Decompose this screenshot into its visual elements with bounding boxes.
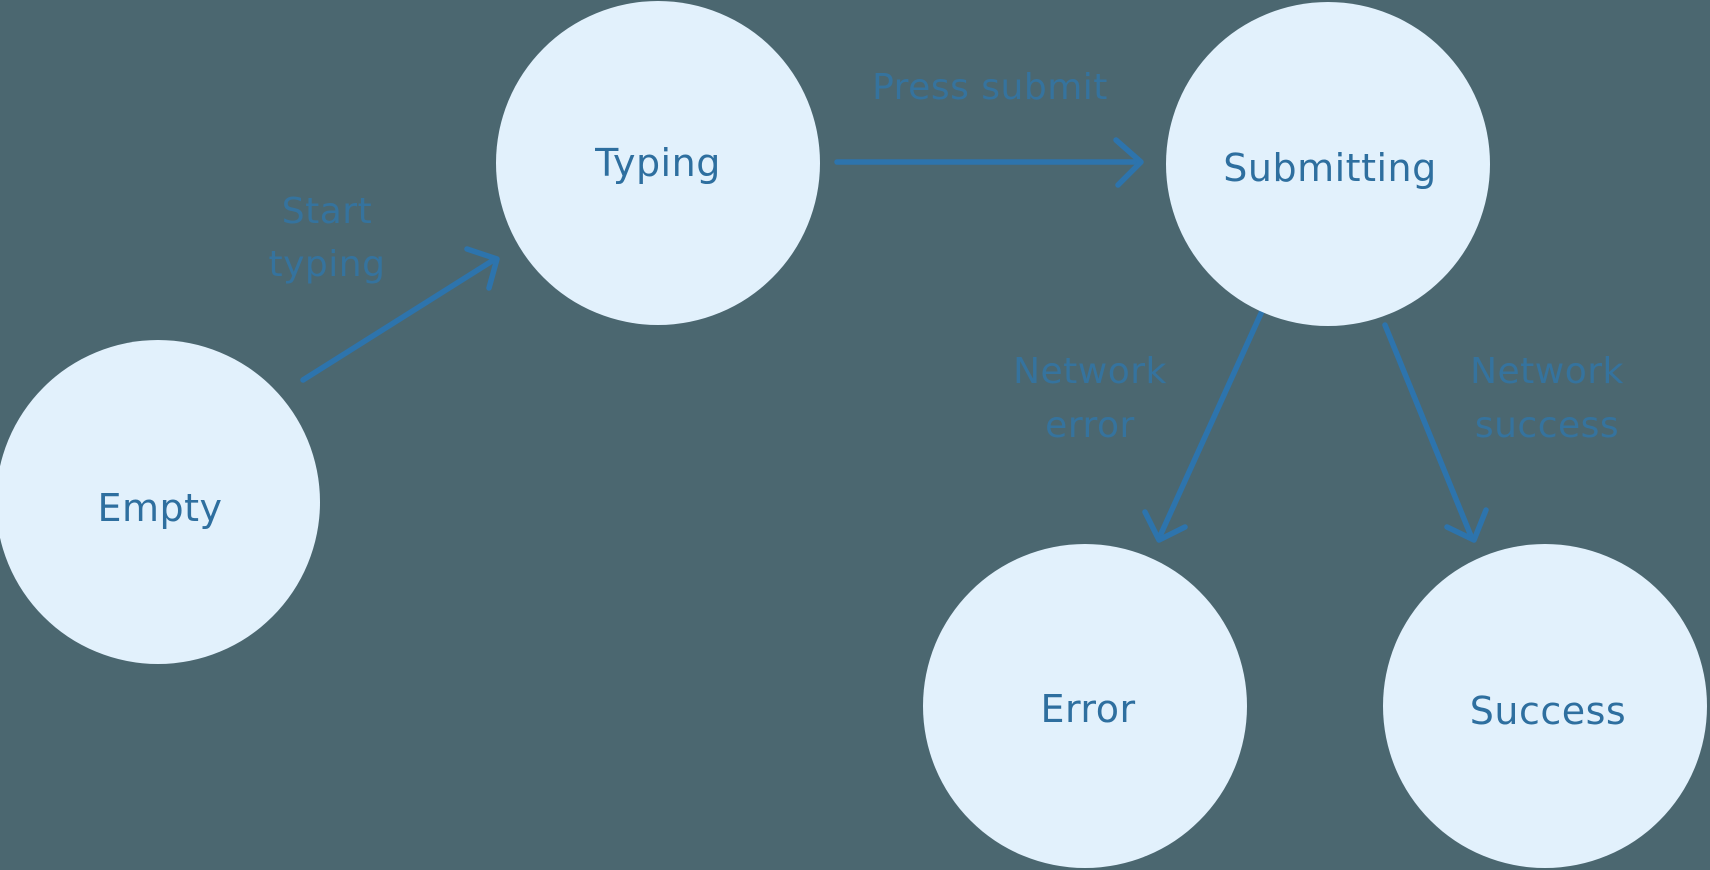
network-success-arrow-shaft	[1382, 322, 1474, 539]
error-node-circle	[923, 544, 1247, 868]
state-node-error: Error	[923, 544, 1247, 868]
start-typing-edge-label-line-2: typing	[269, 244, 386, 285]
edge-press-submit: Press submit	[834, 67, 1144, 188]
success-node-circle	[1383, 544, 1707, 868]
empty-node-label: Empty	[97, 486, 222, 530]
start-typing-arrow-shaft	[300, 258, 495, 383]
press-submit-edge-label: Press submit	[872, 67, 1108, 108]
typing-node-label: Typing	[594, 141, 721, 185]
edge-start-typing: Start typing	[269, 191, 500, 383]
network-success-edge-label-line-1: Network	[1470, 351, 1624, 392]
start-typing-edge-label-line-1: Start	[282, 191, 372, 232]
network-success-arrowhead-icon	[1444, 507, 1489, 543]
state-node-success: Success	[1383, 544, 1707, 868]
edge-network-success: Network success	[1382, 322, 1624, 543]
typing-node-circle	[496, 1, 820, 325]
press-submit-arrowhead-icon	[1113, 137, 1144, 188]
network-error-edge-label-line-1: Network	[1013, 351, 1167, 392]
edge-network-error: Network error	[1013, 306, 1266, 543]
state-node-submitting: Submitting	[1166, 2, 1490, 326]
network-error-arrowhead-icon	[1142, 509, 1188, 543]
network-success-edge-label-line-2: success	[1475, 405, 1619, 446]
success-node-label: Success	[1470, 689, 1626, 733]
submitting-node-circle	[1166, 2, 1490, 326]
network-error-edge-label-line-2: error	[1045, 405, 1135, 446]
empty-node-circle	[0, 340, 320, 664]
submitting-node-label: Submitting	[1223, 146, 1436, 190]
start-typing-arrowhead-icon	[464, 246, 500, 291]
network-error-arrow-shaft	[1157, 306, 1266, 539]
error-node-label: Error	[1040, 687, 1135, 731]
state-node-empty: Empty	[0, 340, 320, 664]
state-node-typing: Typing	[496, 1, 820, 325]
